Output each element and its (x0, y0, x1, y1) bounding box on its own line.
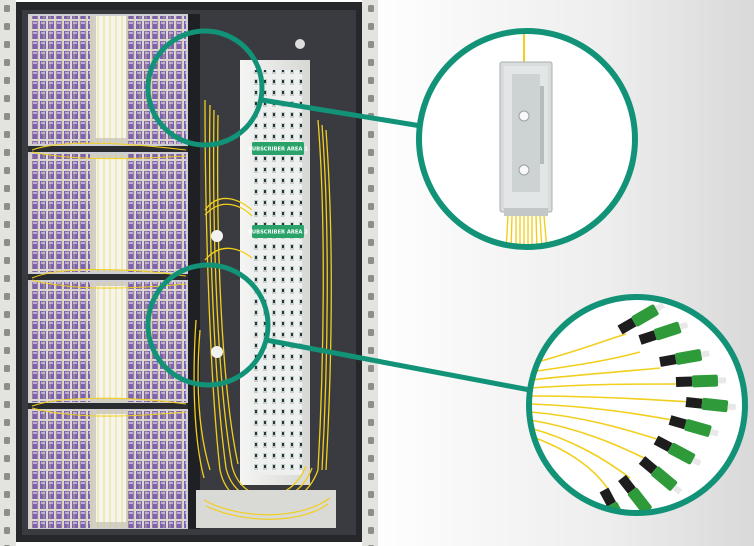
shelf-fibers (30, 16, 187, 528)
leader-line-bottom (265, 337, 531, 393)
subscriber-area-1-text: SUBSCRIBER AREA 1 (248, 147, 308, 153)
callout-ring-top-small (145, 28, 265, 148)
zoom-lc-connectors (526, 294, 748, 516)
subscriber-area-2-text: SUBSCRIBER AREA 2 (248, 230, 308, 236)
grommet (211, 230, 223, 242)
grommet (211, 346, 223, 358)
left-rack-rail (0, 0, 16, 546)
zoom-splitter-module (416, 28, 638, 250)
grommet (295, 39, 305, 49)
right-rack-rail (362, 0, 378, 546)
callout-ring-bottom-small (145, 262, 271, 388)
leader-line-top (261, 97, 422, 129)
subscriber-area-2-label: SUBSCRIBER AREA 2 (248, 225, 308, 238)
bottom-fiber-tray (196, 490, 336, 528)
subscriber-area-1-label: SUBSCRIBER AREA 1 (248, 142, 308, 155)
